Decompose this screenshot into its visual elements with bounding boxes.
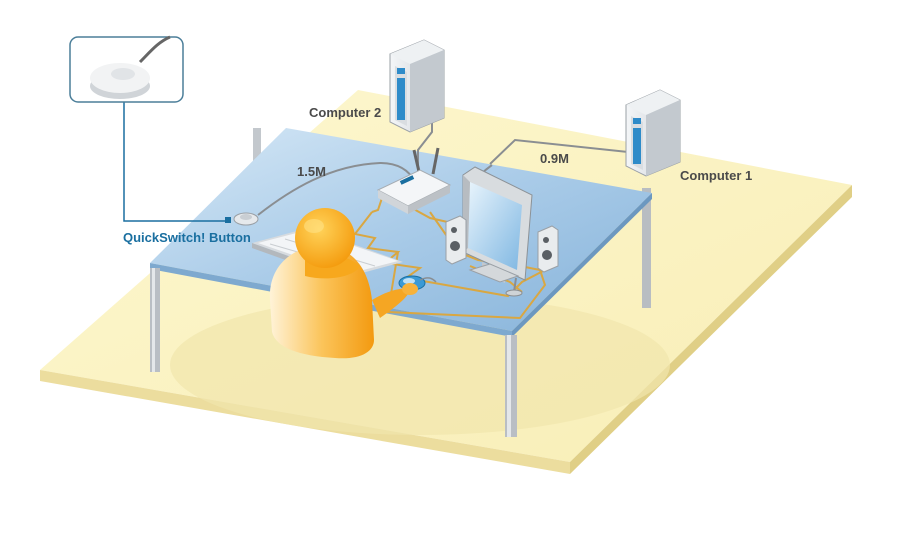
label-cable-left: 1.5M: [297, 164, 326, 179]
quickswitch-indicator: [225, 217, 231, 223]
quickswitch-button-device: [233, 212, 259, 226]
table-front-legs: [150, 268, 517, 437]
speaker-left: [445, 215, 467, 265]
speaker-right: [537, 225, 559, 273]
person: [269, 208, 418, 359]
computer-1-tower: [625, 89, 681, 177]
microphone: [505, 277, 523, 297]
label-cable-right: 0.9M: [540, 151, 569, 166]
label-computer-2: Computer 2: [309, 105, 382, 120]
computer-2-tower: [389, 39, 445, 133]
kvm-switch: [376, 147, 452, 214]
label-computer-1: Computer 1: [680, 168, 753, 183]
label-quickswitch-button: QuickSwitch! Button: [123, 230, 251, 245]
quickswitch-callout: [69, 35, 226, 222]
